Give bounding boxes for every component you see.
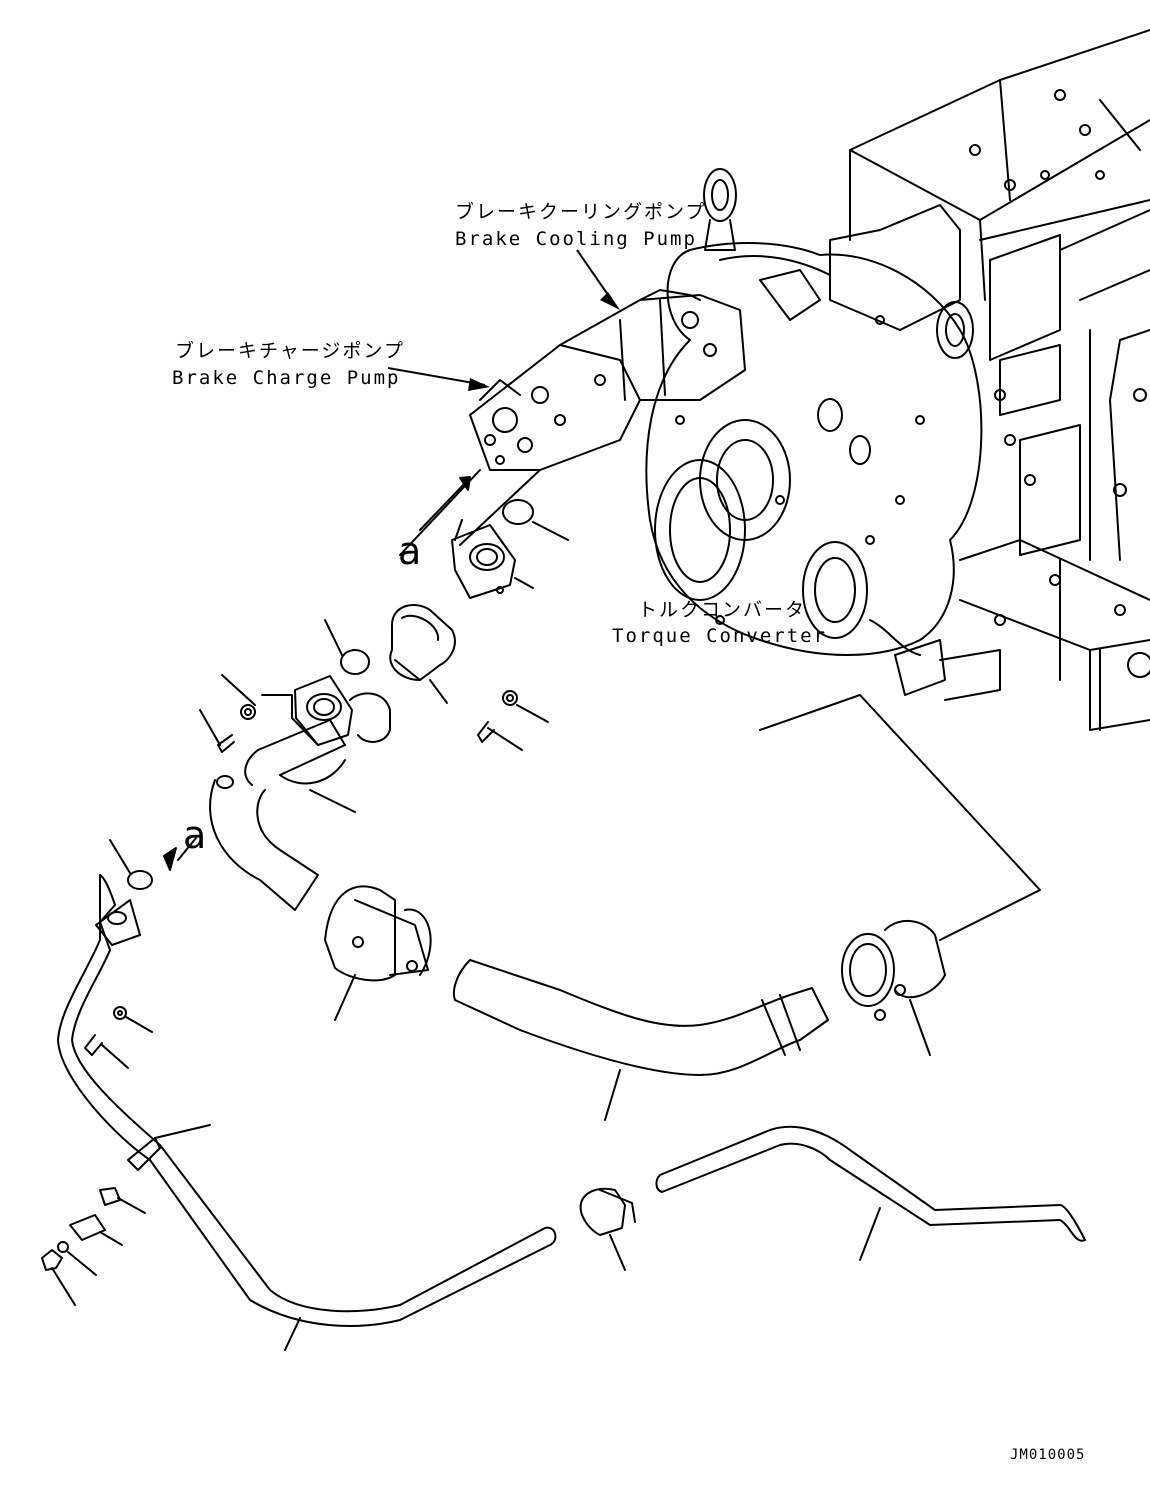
coupling-middle: [324, 885, 432, 1021]
engine-assembly: [645, 29, 1150, 731]
brake-charge-pump: [469, 344, 641, 471]
brake-cooling-pump: [559, 289, 746, 401]
y-hose: [163, 719, 356, 911]
coupling-right: [841, 919, 946, 1056]
main-hose: [452, 959, 829, 1121]
reference-lines: [759, 694, 1041, 941]
brake-cooling-pump-label-en: Brake Cooling Pump: [455, 228, 697, 250]
drain-hose: [655, 1125, 1086, 1261]
bolts-washers: [84, 674, 549, 1069]
brake-charge-pump-label-jp: ブレーキチャージポンプ: [175, 340, 405, 362]
torque-converter-label-en: Torque Converter: [612, 625, 828, 647]
callout-a-lower: a: [183, 813, 207, 857]
suction-hose-upper: [389, 604, 456, 704]
flange-upper: [451, 519, 534, 599]
o-ring: [109, 499, 569, 890]
flange-lower: [261, 675, 391, 746]
callout-a-upper: a: [398, 529, 422, 573]
long-tube: [57, 874, 557, 1351]
brake-charge-pump-label-en: Brake Charge Pump: [172, 367, 401, 389]
brake-cooling-pump-label-jp: ブレーキクーリングポンプ: [455, 201, 707, 223]
bracket-hardware: [41, 1187, 146, 1306]
drawing-code: JM010005: [1010, 1447, 1086, 1463]
torque-converter-label-jp: トルクコンバータ: [638, 599, 807, 621]
small-clamp: [579, 1187, 636, 1271]
